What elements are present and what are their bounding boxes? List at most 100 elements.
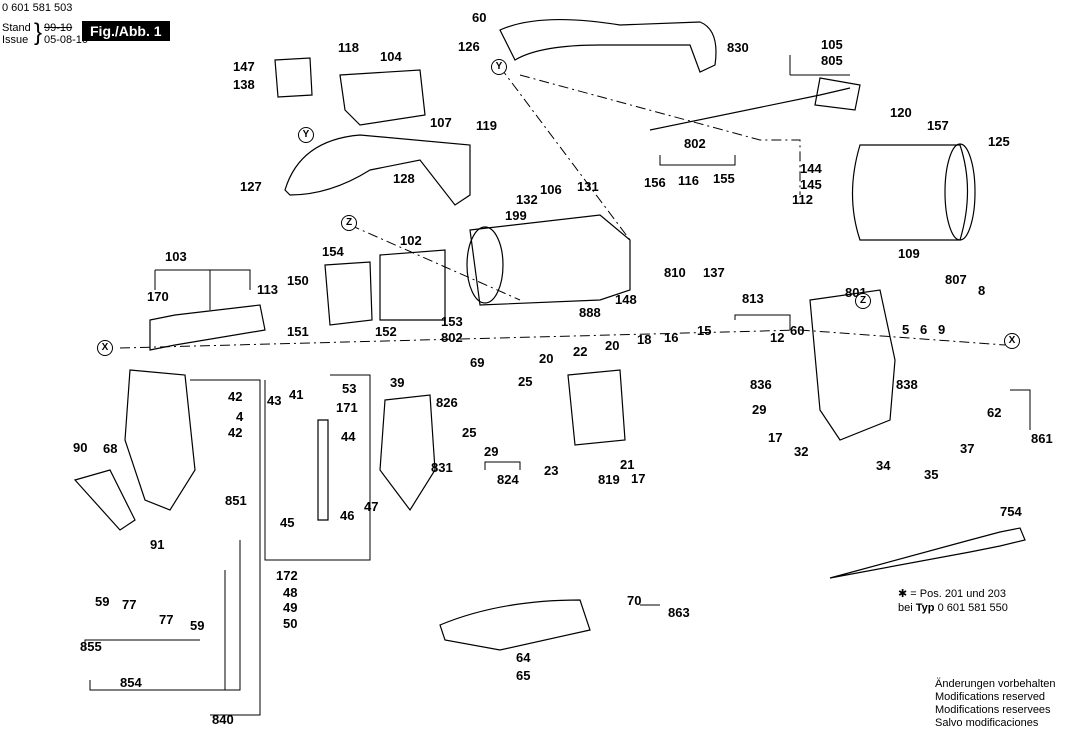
part-label-170: 170 <box>147 289 169 304</box>
part-label-171: 171 <box>336 400 358 415</box>
part-label-127: 127 <box>240 179 262 194</box>
marker-z: Z <box>855 293 871 309</box>
part-label-156: 156 <box>644 175 666 190</box>
marker-z: Z <box>341 215 357 231</box>
part-label-128: 128 <box>393 171 415 186</box>
part-label-150: 150 <box>287 273 309 288</box>
note-bei: bei <box>898 602 913 614</box>
screwdriver <box>829 527 1026 579</box>
base-plate <box>439 599 591 651</box>
upper-handle <box>499 18 717 73</box>
part-label-802: 802 <box>684 136 706 151</box>
stand-label: Stand <box>2 22 31 34</box>
part-label-12: 12 <box>770 330 785 345</box>
part-label-90: 90 <box>73 440 88 455</box>
part-label-59: 59 <box>190 618 205 633</box>
stator <box>379 249 446 321</box>
part-label-47: 47 <box>364 499 379 514</box>
lower-handle <box>284 134 471 206</box>
part-label-39: 39 <box>390 375 405 390</box>
part-label-106: 106 <box>540 182 562 197</box>
part-label-77: 77 <box>122 597 137 612</box>
figure-label: Fig./Abb. 1 <box>82 21 170 41</box>
part-label-851: 851 <box>225 493 247 508</box>
part-label-53: 53 <box>342 381 357 396</box>
part-label-888: 888 <box>579 305 601 320</box>
part-label-802: 802 <box>441 330 463 345</box>
part-label-8: 8 <box>978 283 986 298</box>
part-label-4: 4 <box>236 409 244 424</box>
part-label-754: 754 <box>1000 504 1022 519</box>
part-label-824: 824 <box>497 472 519 487</box>
issue-label: Issue <box>2 34 29 46</box>
part-label-861: 861 <box>1031 431 1053 446</box>
part-label-102: 102 <box>400 233 422 248</box>
part-label-29: 29 <box>484 444 499 459</box>
gear-cover <box>567 369 626 446</box>
footer-line-de: Änderungen vorbehalten <box>935 678 1056 690</box>
part-label-42: 42 <box>228 389 243 404</box>
part-label-103: 103 <box>165 249 187 264</box>
plunger-rod <box>317 419 329 521</box>
part-label-37: 37 <box>960 441 975 456</box>
part-label-70: 70 <box>627 593 642 608</box>
part-label-65: 65 <box>516 668 531 683</box>
note-line-1: ✱ = Pos. 201 und 203 <box>898 588 1006 600</box>
motor-housing <box>469 214 631 306</box>
part-label-35: 35 <box>924 467 939 482</box>
stand-value: 99-10 <box>44 22 73 34</box>
power-cord <box>649 87 851 131</box>
part-label-119: 119 <box>476 118 497 133</box>
part-label-5: 5 <box>902 322 910 337</box>
part-label-32: 32 <box>794 444 809 459</box>
part-label-21: 21 <box>620 457 635 472</box>
part-label-18: 18 <box>637 332 652 347</box>
part-label-46: 46 <box>340 508 355 523</box>
marker-y: Y <box>298 127 314 143</box>
part-label-840: 840 <box>212 712 234 727</box>
part-label-60: 60 <box>472 10 487 25</box>
cover-end <box>944 143 976 241</box>
part-label-855: 855 <box>80 639 102 654</box>
part-label-151: 151 <box>287 324 309 339</box>
part-label-826: 826 <box>436 395 458 410</box>
part-label-155: 155 <box>713 171 735 186</box>
part-label-17: 17 <box>631 471 646 486</box>
part-label-113: 113 <box>257 282 278 297</box>
part-label-77: 77 <box>159 612 174 627</box>
part-label-126: 126 <box>458 39 480 54</box>
issue-value: 05-08-10 <box>44 34 89 46</box>
part-label-132: 132 <box>516 192 538 207</box>
part-label-154: 154 <box>322 244 344 259</box>
blade-guide <box>73 469 136 531</box>
part-label-147: 147 <box>233 59 255 74</box>
assembly-lines <box>119 66 1006 349</box>
part-label-25: 25 <box>518 374 533 389</box>
part-label-145: 145 <box>800 177 822 192</box>
part-label-68: 68 <box>103 441 118 456</box>
part-label-42: 42 <box>228 425 243 440</box>
gear-housing <box>809 289 896 441</box>
part-label-29: 29 <box>752 402 767 417</box>
part-label-863: 863 <box>668 605 690 620</box>
part-label-20: 20 <box>605 338 620 353</box>
leader-lines <box>84 55 1031 716</box>
fan <box>324 261 373 326</box>
marker-y: Y <box>491 59 507 75</box>
part-label-116: 116 <box>678 173 699 188</box>
part-label-44: 44 <box>341 429 356 444</box>
part-label-104: 104 <box>380 49 402 64</box>
part-label-15: 15 <box>697 323 712 338</box>
part-label-805: 805 <box>821 53 843 68</box>
part-label-105: 105 <box>821 37 843 52</box>
part-label-17: 17 <box>768 430 783 445</box>
part-label-64: 64 <box>516 650 531 665</box>
part-label-148: 148 <box>615 292 637 307</box>
footer-notice: Änderungen vorbehalten Modifications res… <box>935 678 1055 730</box>
document-part-number: 0 601 581 503 <box>2 2 73 14</box>
part-label-50: 50 <box>283 616 298 631</box>
part-label-109: 109 <box>898 246 920 261</box>
marker-x: X <box>1004 333 1020 349</box>
part-label-131: 131 <box>577 179 599 194</box>
